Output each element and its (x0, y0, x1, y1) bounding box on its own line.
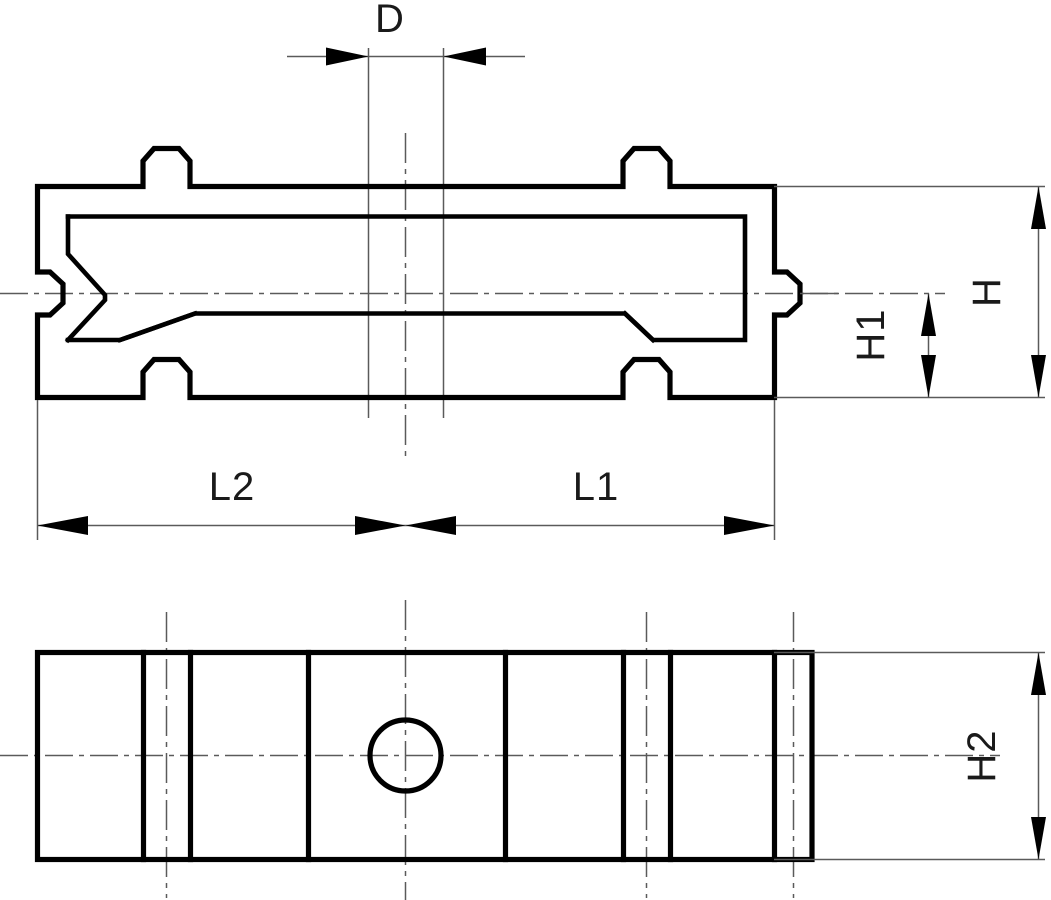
inner-cavity-bottom-right-ramp (621, 310, 657, 344)
dimension-l2: L2 (37, 465, 406, 535)
dimension-h1: H1 (774, 292, 1045, 399)
inner-cavity-bottom-left-ramp (117, 310, 198, 343)
h1-dimension-label: H1 (849, 308, 893, 361)
lower-view-outline (34, 649, 815, 863)
h-arrow-top (1031, 186, 1046, 229)
h2-arrow-top (1031, 652, 1046, 695)
h2-arrow-bottom (1031, 817, 1046, 860)
h-arrow-bottom (1031, 355, 1046, 398)
lower-view-centerlines (0, 600, 1000, 900)
dimension-h2: H2 (774, 651, 1046, 861)
length-extension-lines (36, 400, 776, 540)
d-arrow-left (326, 47, 369, 66)
dimension-d: D (287, 0, 525, 66)
h1-arrow-top (921, 293, 936, 336)
top-view-body-rect (34, 649, 815, 863)
bore-circle (367, 717, 444, 794)
l2-arrow-right (355, 516, 406, 535)
l1-dimension-label: L1 (573, 465, 620, 509)
l2-dimension-label: L2 (209, 465, 256, 509)
l1-arrow-right (724, 516, 775, 535)
l2-arrow-left (37, 516, 88, 535)
dimension-l1: L1 (405, 465, 775, 535)
h-dimension-label: H (965, 277, 1009, 307)
dimension-h: H (774, 185, 1046, 398)
upper-view-profile (34, 145, 803, 401)
d-arrow-right (443, 47, 486, 66)
h1-arrow-bottom (921, 355, 936, 398)
profile-outline (34, 145, 803, 401)
d-dimension-label: D (375, 0, 405, 41)
h2-dimension-label: H2 (960, 729, 1004, 782)
inner-cavity-left-chamfer (64, 214, 108, 344)
l1-arrow-left (405, 516, 456, 535)
